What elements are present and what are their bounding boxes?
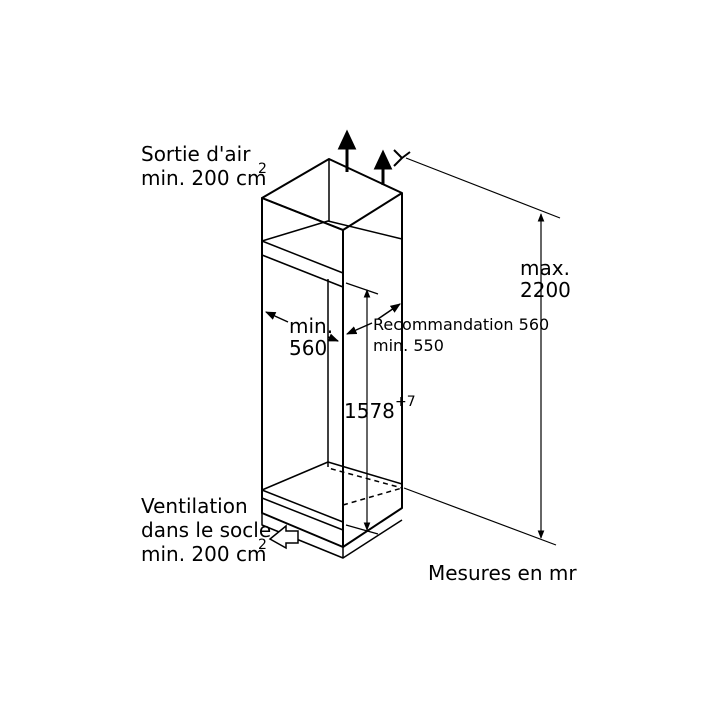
cabinet-side — [342, 193, 403, 548]
cabinet-top — [261, 158, 403, 231]
max-height-label-line2: 2200 — [520, 278, 571, 302]
depth-arrow-right — [377, 303, 401, 320]
width-label-line1: min. — [289, 314, 334, 338]
air-outlet-superscript: 2 — [258, 161, 267, 177]
width-label-line2: 560 — [289, 336, 328, 360]
ventilation-label-line3: min. 200 cm — [141, 542, 267, 566]
recommendation-label-line1: Recommandation 560 — [373, 315, 550, 334]
width-arrow-right — [327, 333, 339, 342]
units-note: Mesures en mr — [428, 561, 577, 585]
tilt-symbol — [393, 149, 411, 167]
ventilation-superscript: 2 — [258, 537, 267, 553]
ventilation-arrow — [268, 524, 299, 550]
air-outlet-label-line2: min. 200 cm — [141, 166, 267, 190]
ventilation-label-line2: dans le socle — [141, 518, 272, 542]
niche-height-value: 1578 — [344, 399, 395, 423]
recommendation-label-line2: min. 550 — [373, 336, 444, 355]
width-arrow-left — [265, 311, 289, 323]
max-height-label-line1: max. — [520, 256, 570, 280]
depth-arrow-left — [346, 322, 373, 335]
niche-height-tolerance: +7 — [395, 394, 416, 410]
ventilation-label-line1: Ventilation — [141, 494, 248, 518]
air-outlet-label-line1: Sortie d'air — [141, 142, 251, 166]
